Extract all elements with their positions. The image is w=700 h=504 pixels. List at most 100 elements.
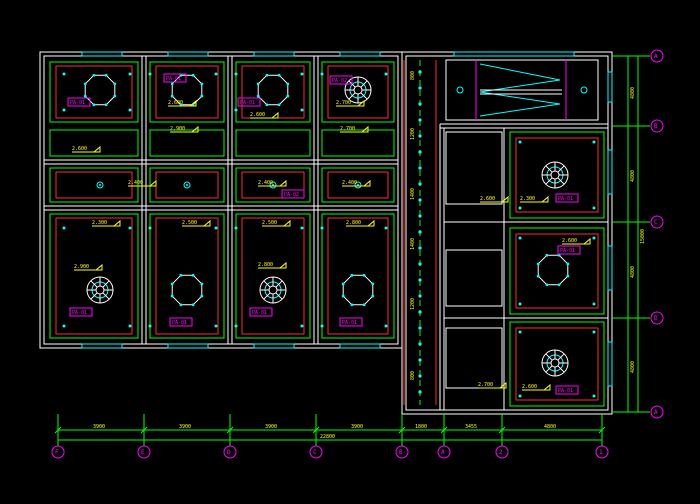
dim-text: 3900 <box>351 424 363 430</box>
height-marker <box>500 195 509 203</box>
spot-light <box>62 72 66 76</box>
height-marker <box>278 179 287 187</box>
pa-tag: PA-01 <box>72 310 87 316</box>
pa-tag-box <box>329 75 353 85</box>
rosette-spoke <box>90 280 98 288</box>
corridor-light <box>418 230 422 234</box>
ceiling-frame <box>321 61 395 123</box>
ceiling-height: 2.600 <box>522 384 537 390</box>
spot-light <box>148 324 152 328</box>
lamp-dot <box>170 282 174 286</box>
ceiling-height: 2.300 <box>520 196 535 202</box>
lamp-dot <box>362 273 366 277</box>
ceiling-frame <box>49 129 139 157</box>
pa-tag-box <box>555 385 579 395</box>
corridor-light <box>418 278 422 282</box>
lamp-dot <box>371 282 375 286</box>
rosette-spoke <box>545 177 553 185</box>
ceiling-frame <box>321 167 395 203</box>
inner-frame <box>327 217 389 335</box>
lamp-dot <box>256 82 260 86</box>
axis-label: A <box>654 409 658 416</box>
rosette-core <box>95 285 105 295</box>
dim-text: 4800 <box>630 266 636 278</box>
inner-frame <box>55 65 133 119</box>
corridor-light <box>418 150 422 154</box>
ceiling-frame <box>49 213 139 339</box>
lamp-dot <box>265 73 269 77</box>
spot-light <box>234 324 238 328</box>
spot-light <box>592 206 596 210</box>
ceiling-height: 2.500 <box>182 220 197 226</box>
axis-label: F <box>55 449 59 456</box>
axis-label: A <box>654 53 658 60</box>
pa-tag-box <box>281 189 305 199</box>
axis-label: C <box>313 449 317 456</box>
dim-text: 3900 <box>265 424 277 430</box>
lamp-dot <box>362 303 366 307</box>
lamp-dot <box>170 94 174 98</box>
pa-tag: PA-01 <box>558 388 573 394</box>
spot-light <box>320 226 324 230</box>
corridor-dim: 800 <box>410 371 416 380</box>
inner-frame <box>241 65 305 119</box>
annotations: PA-01PA-01PA-01PA-02PA-02PA-01PA-01PA-01… <box>67 71 591 395</box>
downlight-center <box>186 184 188 186</box>
dim-text: 3900 <box>179 424 191 430</box>
rosette-core <box>550 358 560 368</box>
inner-frame <box>327 171 389 199</box>
lamp-dot <box>179 103 183 107</box>
spot-light <box>128 108 132 112</box>
pa-tag-box <box>69 307 93 317</box>
spot-light <box>300 324 304 328</box>
lamp-dot <box>170 294 174 298</box>
corridor-light <box>418 294 422 298</box>
rosette-spoke <box>557 165 565 173</box>
lamp-dot <box>265 103 269 107</box>
height-marker <box>278 261 287 269</box>
corridor-dim: 1400 <box>410 238 416 250</box>
lamp-dot <box>341 294 345 298</box>
dim-text: 4800 <box>630 170 636 182</box>
lamp-dot <box>179 73 183 77</box>
corridor-light <box>418 326 422 330</box>
corridor-light <box>418 182 422 186</box>
axis-label: E <box>141 449 145 456</box>
ceiling-height: 2.600 <box>168 100 183 106</box>
ceiling-frame <box>49 167 139 203</box>
lamp-dot <box>286 82 290 86</box>
ceiling-frame <box>149 61 225 123</box>
lamp-dot <box>286 94 290 98</box>
chandelier-octagon <box>257 74 289 106</box>
height-marker <box>92 145 101 153</box>
ceiling-height: 2.700 <box>340 126 355 132</box>
spot-light <box>592 394 596 398</box>
lamp-dot <box>191 303 195 307</box>
ceiling-frames <box>49 61 605 407</box>
downlight-center <box>99 184 101 186</box>
rosette-spoke <box>263 292 271 300</box>
dimension-lines <box>58 56 639 441</box>
ceiling-frame <box>49 61 139 123</box>
spot-light <box>214 324 218 328</box>
axis-label: B <box>399 449 403 456</box>
axis-label: C <box>654 219 658 226</box>
lamp-dot <box>113 94 117 98</box>
axis-bubble <box>309 445 323 459</box>
inner-frame <box>515 137 599 213</box>
axis-bubble <box>595 445 609 459</box>
height-marker <box>360 125 369 133</box>
ceiling-height: 2.700 <box>478 382 493 388</box>
inner-frame <box>155 217 219 335</box>
spot-light <box>384 72 388 76</box>
spot-light <box>518 206 522 210</box>
ceiling-frame <box>321 213 395 339</box>
height-marker <box>270 111 279 119</box>
axis-label: B <box>654 123 658 130</box>
light-fixtures <box>62 72 596 398</box>
pa-tag: PA-01 <box>558 196 573 202</box>
inner-frame <box>515 327 599 401</box>
axis-label: A <box>441 449 445 456</box>
